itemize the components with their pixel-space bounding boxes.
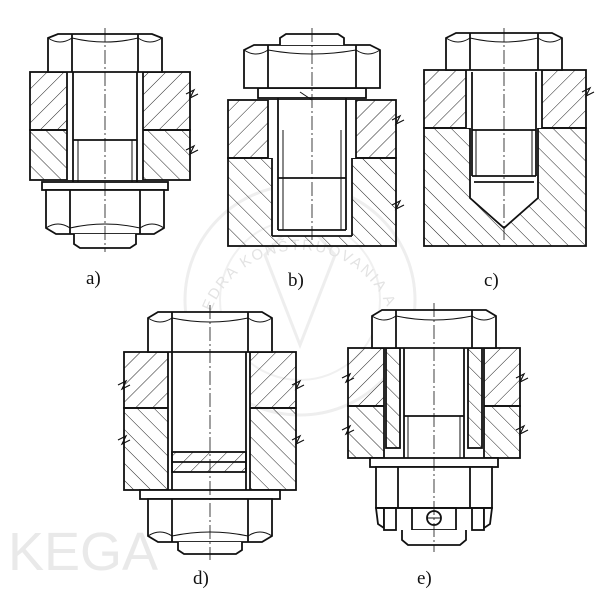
joint-b: b): [227, 28, 405, 291]
joint-c: c): [423, 28, 595, 291]
label-e: e): [417, 568, 432, 589]
label-a: a): [86, 268, 101, 289]
joint-a: a): [29, 28, 199, 289]
fitted-bolt-d: [171, 352, 247, 490]
label-d: d): [193, 568, 209, 589]
joint-d: d): [117, 305, 305, 589]
label-b: b): [288, 270, 304, 291]
bolt-shank-e: [403, 348, 465, 458]
nut-b: [243, 44, 381, 89]
joint-e: e): [341, 303, 529, 589]
watermark-logo-text: KEGA: [8, 522, 158, 582]
bolt-shank-a: [72, 72, 138, 182]
label-c: c): [484, 270, 499, 291]
